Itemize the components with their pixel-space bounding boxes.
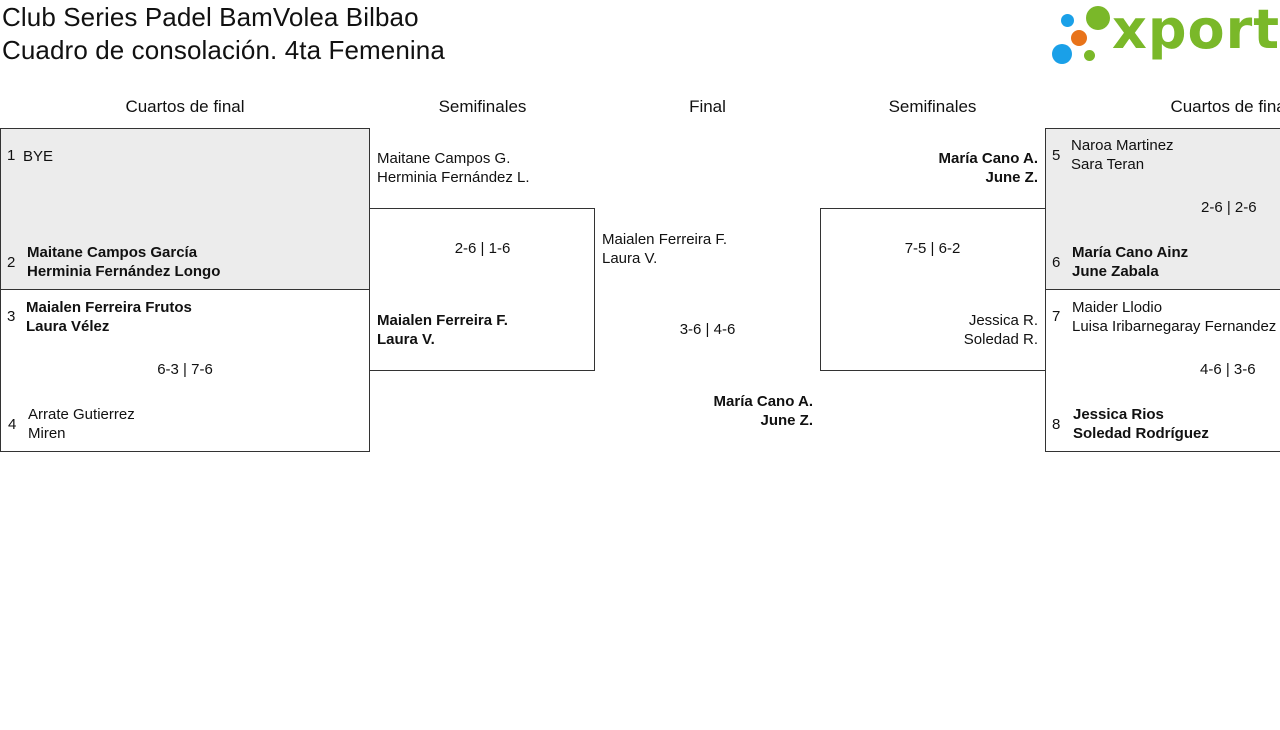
logo-dot-green [1086,6,1110,30]
seed-number: 5 [1052,147,1061,164]
round-header-right-semis: Semifinales [888,97,977,116]
seed-number: 6 [1052,254,1061,271]
match-score: 7-5 | 6-2 [904,240,961,257]
player-name: June Zabala [1072,263,1159,280]
seed-number: 7 [1052,308,1061,325]
player-name: Jessica R. [968,312,1038,329]
player-name: Maitane Campos García [27,244,198,261]
tournament-title: Club Series Padel BamVolea Bilbao [2,2,419,32]
match-score: 2-6 | 2-6 [1201,199,1257,216]
player-name: María Cano A. [713,393,813,410]
match-score: 4-6 | 3-6 [1200,361,1256,378]
round-header-right-quarters: Cuartos de final [1170,97,1280,116]
round-header-left-quarters: Cuartos de final [125,97,245,116]
match-score: 2-6 | 1-6 [454,240,511,257]
right-quarter-match-2 [1045,289,1280,452]
player-name: Soledad R. [963,331,1038,348]
player-name: María Cano A. [938,150,1038,167]
player-name: Herminia Fernández L. [377,169,530,186]
player-name: Soledad Rodríguez [1073,425,1209,442]
player-name: Miren [28,425,66,442]
round-header-final: Final [689,97,726,116]
logo-dot-blue [1052,44,1072,64]
left-semifinal-bracket [369,208,595,371]
xporty-logo: xporty [1050,0,1280,68]
player-name: Laura V. [602,250,658,267]
logo-dot-green-small [1084,50,1095,61]
player-name: Jessica Rios [1073,406,1164,423]
right-quarter-match-1 [1045,128,1280,290]
player-name: Arrate Gutierrez [28,406,135,423]
player-name: Maialen Ferreira Frutos [26,299,192,316]
logo-wordmark: xporty [1112,0,1280,61]
player-name: Maitane Campos G. [377,150,511,167]
player-name: Sara Teran [1071,156,1145,173]
player-name: Maialen Ferreira F. [602,231,728,248]
player-name: Laura V. [377,331,435,348]
player-name: Maider Llodio [1072,299,1163,316]
seed-number: 3 [7,308,16,325]
player-name: Herminia Fernández Longo [27,263,221,280]
player-name: Maialen Ferreira F. [377,312,508,329]
player-name: June Z. [760,412,813,429]
logo-dot-blue-small [1061,14,1074,27]
seed-number: 2 [7,254,16,271]
player-name: Naroa Martinez [1071,137,1174,154]
round-header-left-semis: Semifinales [438,97,527,116]
logo-dot-orange [1071,30,1087,46]
player-name: María Cano Ainz [1072,244,1189,261]
team-name-bye: BYE [23,148,54,165]
match-score: 6-3 | 7-6 [157,361,213,378]
left-quarter-match-1 [0,128,370,290]
seed-number: 1 [7,147,16,164]
seed-number: 4 [8,416,17,433]
seed-number: 8 [1052,416,1061,433]
match-score: 3-6 | 4-6 [679,321,736,338]
player-name: Luisa Iribarnegaray Fernandez [1072,318,1277,335]
player-name: June Z. [985,169,1038,186]
player-name: Laura Vélez [26,318,110,335]
draw-subtitle: Cuadro de consolación. 4ta Femenina [2,35,445,65]
